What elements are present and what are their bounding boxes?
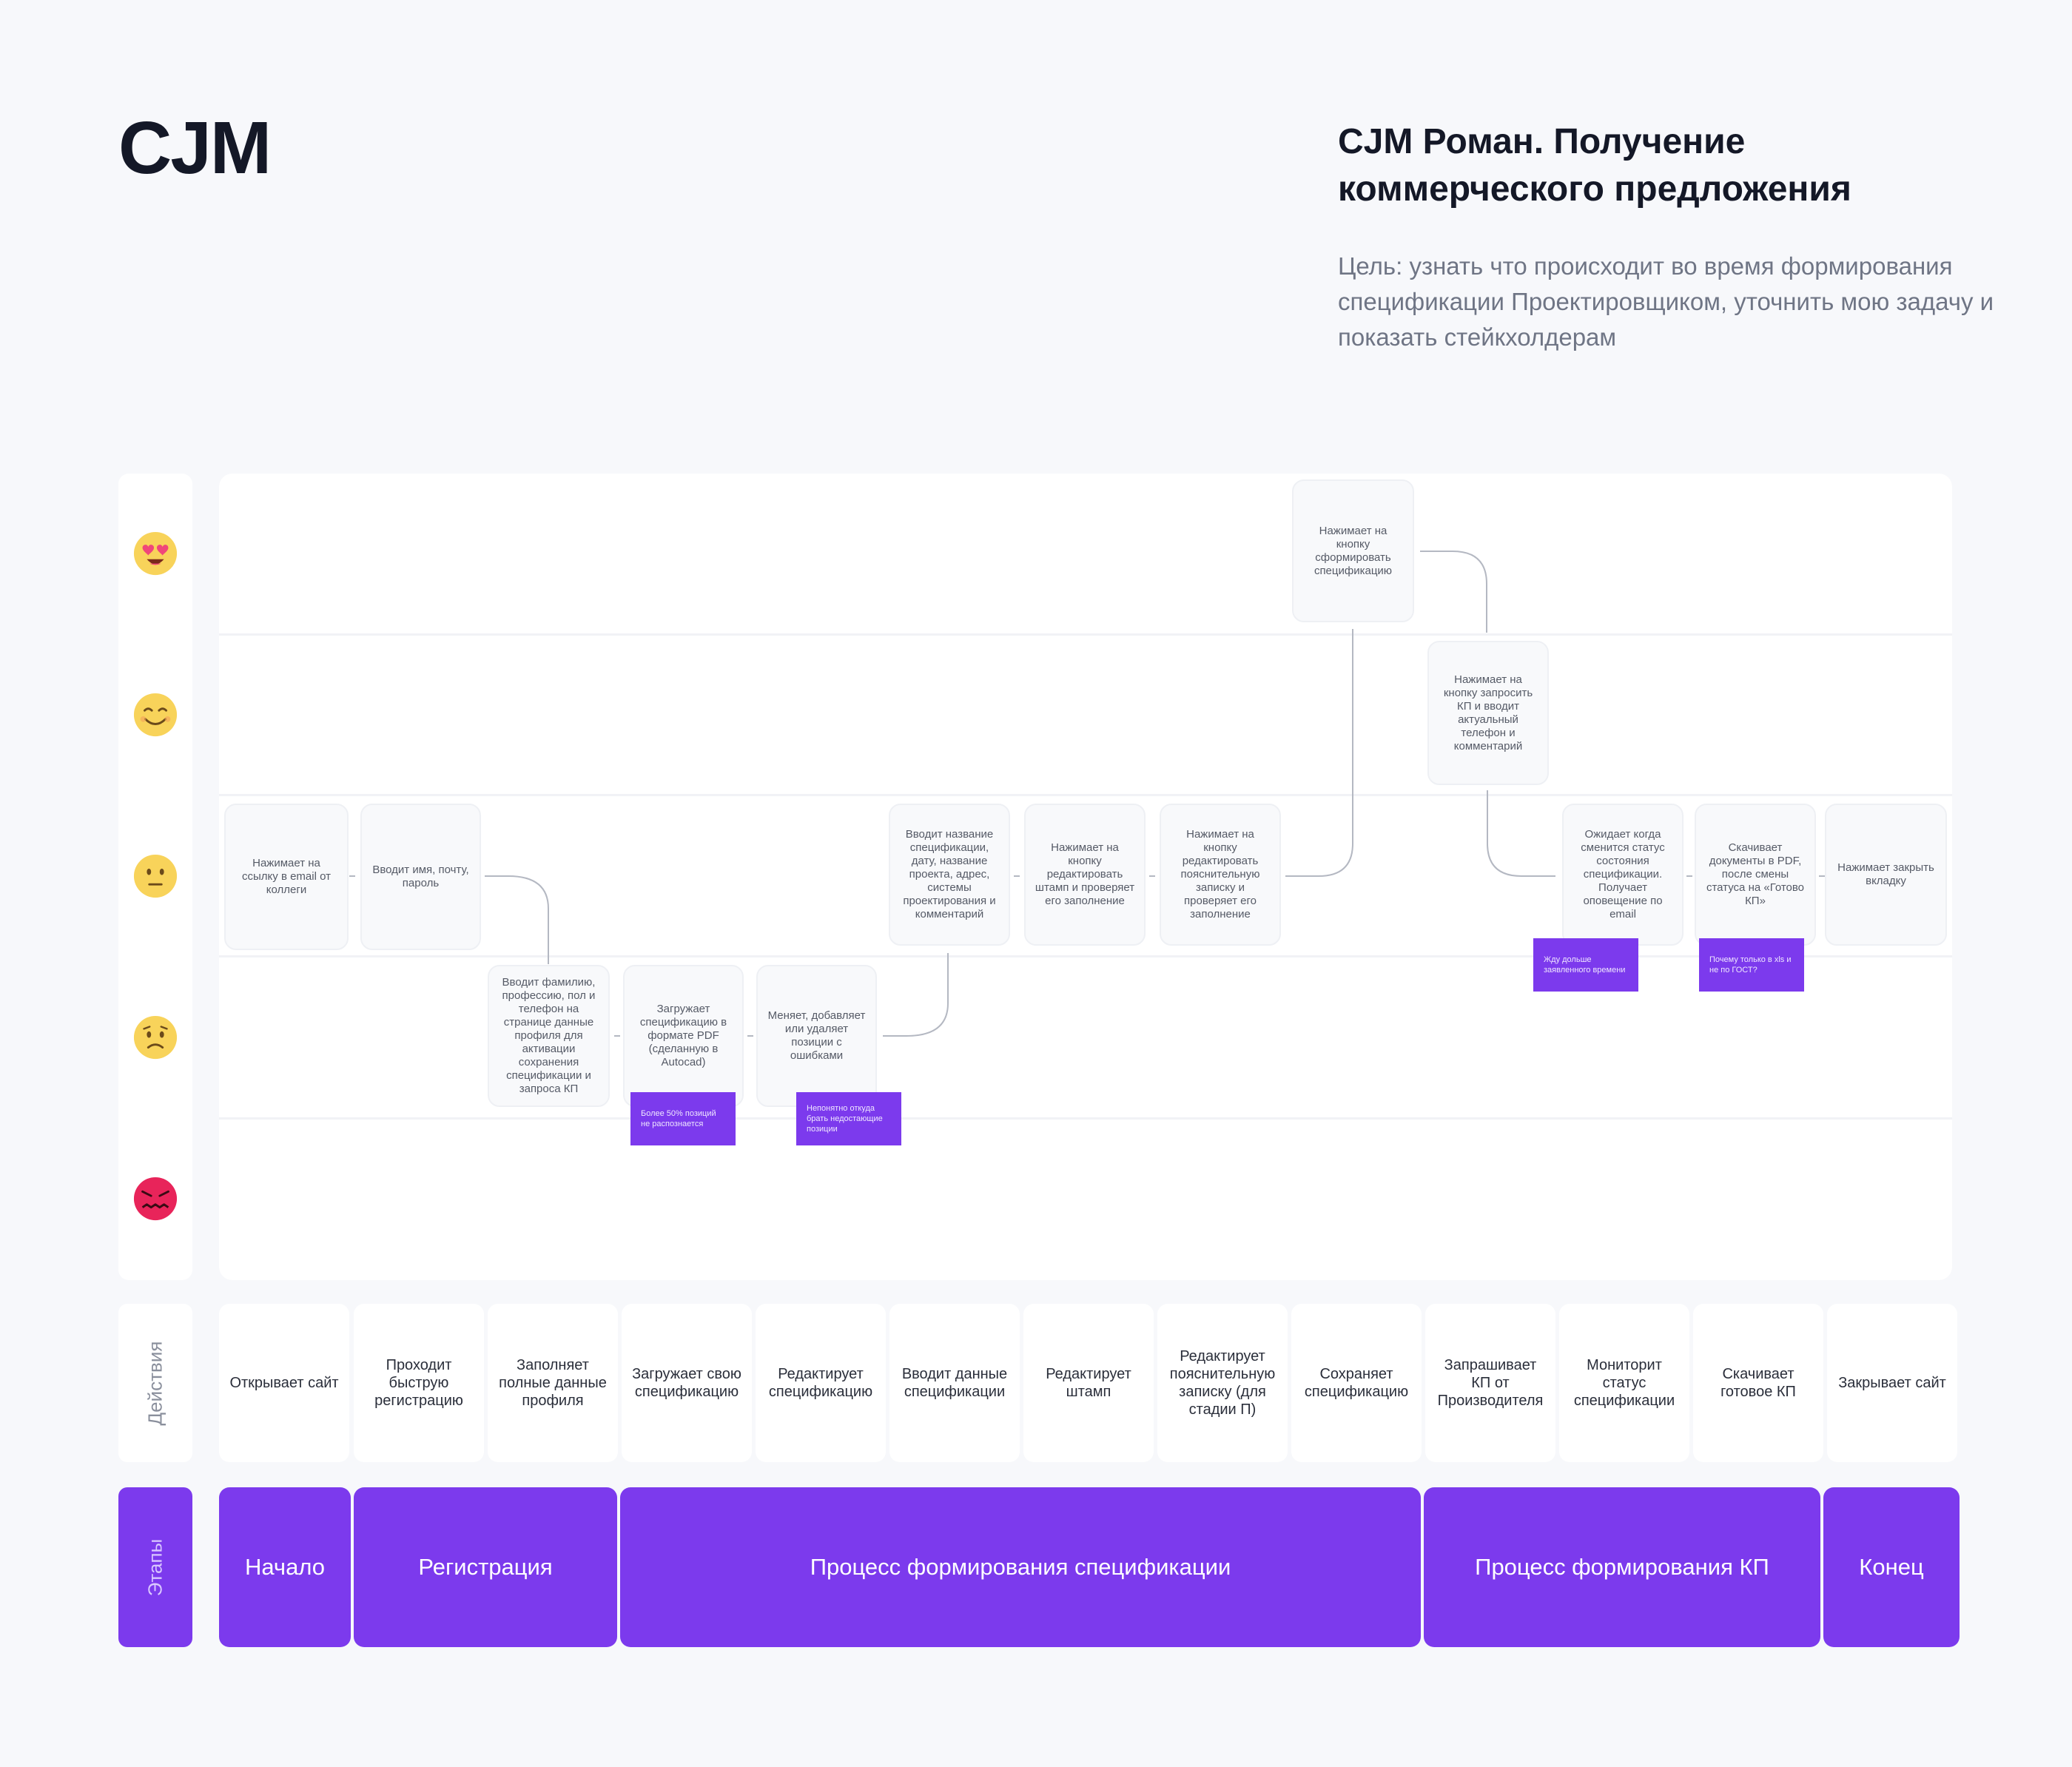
pain-point-note: Более 50% позиций не распознается: [630, 1092, 736, 1145]
step-card: Нажимает на ссылку в email от коллеги: [224, 804, 349, 950]
frowning-face-icon: [132, 1014, 178, 1060]
pain-point-note: Непонятно откуда брать недостающие позиц…: [796, 1092, 901, 1145]
pain-point-note: Жду дольше заявленного времени: [1533, 938, 1638, 992]
stage-block: Процесс формирования спецификации: [620, 1487, 1421, 1647]
stage-block: Процесс формирования КП: [1424, 1487, 1820, 1647]
action-cell: Проходит быструю регистрацию: [354, 1304, 484, 1462]
step-card: Ожидает когда сменится статус состояния …: [1562, 804, 1684, 946]
action-cell: Мониторит статус спецификации: [1559, 1304, 1689, 1462]
step-card: Нажимает на кнопку сформировать специфик…: [1292, 479, 1414, 622]
step-card: Загружает спецификацию в формате PDF (сд…: [623, 965, 744, 1107]
stage-block: Конец: [1823, 1487, 1960, 1647]
row-divider: [219, 1117, 1952, 1120]
step-card: Меняет, добавляет или удаляет позиции с …: [756, 965, 877, 1107]
actions-row-label: Действия: [118, 1304, 192, 1462]
heart-eyes-face-icon: [132, 531, 178, 576]
step-card: Нажимает на кнопку редактировать штамп и…: [1024, 804, 1146, 946]
row-divider: [219, 633, 1952, 636]
step-card: Скачивает документы в PDF, после смены с…: [1695, 804, 1816, 946]
step-card: Нажимает на кнопку запросить КП и вводит…: [1427, 641, 1549, 785]
step-card: Вводит фамилию, профессию, пол и телефон…: [488, 965, 610, 1107]
action-cell: Запрашивает КП от Производителя: [1425, 1304, 1555, 1462]
step-card: Нажимает на кнопку редактировать пояснит…: [1160, 804, 1281, 946]
row-divider: [219, 955, 1952, 957]
stage-block: Начало: [219, 1487, 351, 1647]
action-cell: Редактирует штамп: [1023, 1304, 1154, 1462]
angry-face-icon: [132, 1176, 178, 1222]
action-cell: Редактирует спецификацию: [756, 1304, 886, 1462]
logo: CJM: [118, 107, 272, 189]
step-card: Вводит название спецификации, дату, назв…: [889, 804, 1010, 946]
pain-point-note: Почему только в xls и не по ГОСТ?: [1699, 938, 1804, 992]
neutral-face-icon: [132, 853, 178, 899]
action-cell: Закрывает сайт: [1827, 1304, 1957, 1462]
goal-description: Цель: узнать что происходит во время фор…: [1338, 252, 1994, 351]
page-title: CJM Роман. Получение коммерческого предл…: [1338, 122, 1851, 209]
action-cell: Вводит данные спецификации: [889, 1304, 1020, 1462]
step-card: Нажимает закрыть вкладку: [1825, 804, 1947, 946]
action-cell: Заполняет полные данные профиля: [488, 1304, 618, 1462]
action-cell: Скачивает готовое КП: [1693, 1304, 1823, 1462]
step-card: Вводит имя, почту, пароль: [360, 804, 481, 950]
smiling-face-icon: [132, 692, 178, 738]
action-cell: Открывает сайт: [219, 1304, 349, 1462]
action-cell: Загружает свою спецификацию: [622, 1304, 752, 1462]
action-cell: Сохраняет спецификацию: [1291, 1304, 1422, 1462]
stages-row-label: Этапы: [118, 1487, 192, 1647]
stage-block: Регистрация: [354, 1487, 617, 1647]
action-cell: Редактирует пояснительную записку (для с…: [1157, 1304, 1288, 1462]
row-divider: [219, 794, 1952, 796]
